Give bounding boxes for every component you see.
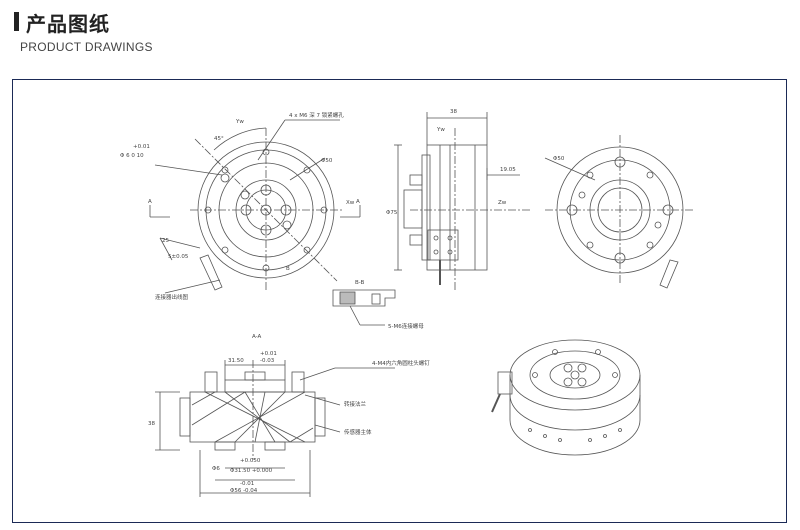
drawing-frame <box>12 79 787 523</box>
angle-label: 45° <box>214 136 224 142</box>
side-axis-y: Yw <box>436 127 445 133</box>
aa-dim-3: Φ31.50 +0.000 <box>230 468 273 474</box>
side-axis-z: Zw <box>498 200 507 206</box>
hole-note: Φ 6 0 10 <box>120 153 144 159</box>
aa-tol-3: +0.050 <box>240 458 261 464</box>
isometric-view-drawing <box>491 339 641 456</box>
top-dia-label: Φ50 <box>321 158 333 164</box>
section-aa-drawing <box>155 360 395 497</box>
page-subtitle: PRODUCT DRAWINGS <box>20 40 153 54</box>
aa-dim-5: Φ56 -0.04 <box>230 488 258 494</box>
section-bb-callout: 5-M6连接螺母 <box>388 322 424 330</box>
top-axis-y: Yw <box>235 119 244 125</box>
page-title: 产品图纸 <box>26 12 110 36</box>
aa-callout-2: 转接法兰 <box>344 400 367 408</box>
side-top-dim: 38 <box>450 109 457 115</box>
side-dia-label: Φ75 <box>386 210 398 216</box>
top-view-drawing <box>149 119 361 294</box>
section-a-left: A <box>148 199 152 205</box>
callout-connector: 连接器出线图 <box>155 293 189 301</box>
bottom-dia-label: Φ50 <box>553 156 565 162</box>
tolerance-top: +0.01 <box>133 144 150 150</box>
side-view-drawing <box>394 112 530 290</box>
side-dim-1: 25 <box>162 238 169 244</box>
aa-dim-4: Φ6 <box>212 466 220 472</box>
aa-tol-2: -0.03 <box>260 358 275 364</box>
aa-callout-3: 传感器主体 <box>344 428 372 436</box>
aa-callout-1: 4-M4内六角圆柱头螺钉 <box>372 359 430 367</box>
top-axis-x: Xw <box>346 200 355 206</box>
section-a-right: A <box>356 199 360 205</box>
bottom-view-drawing <box>544 135 695 289</box>
label-b: B <box>286 266 290 272</box>
section-bb-drawing <box>332 289 396 326</box>
aa-tol-1: +0.01 <box>260 351 277 357</box>
side-right-dim: 19.05 <box>500 167 516 173</box>
section-aa-title: A-A <box>252 334 262 340</box>
section-bb-title: B-B <box>355 280 365 286</box>
side-dim-2: 5±0.05 <box>168 254 189 260</box>
header-accent-bar <box>14 12 19 31</box>
screw-note: 4 x M6 深 7 锁紧螺孔 <box>289 111 344 119</box>
aa-height: 38 <box>148 421 155 427</box>
aa-dim-1: 31.50 <box>228 358 244 364</box>
aa-tol-4: -0.01 <box>240 481 254 487</box>
